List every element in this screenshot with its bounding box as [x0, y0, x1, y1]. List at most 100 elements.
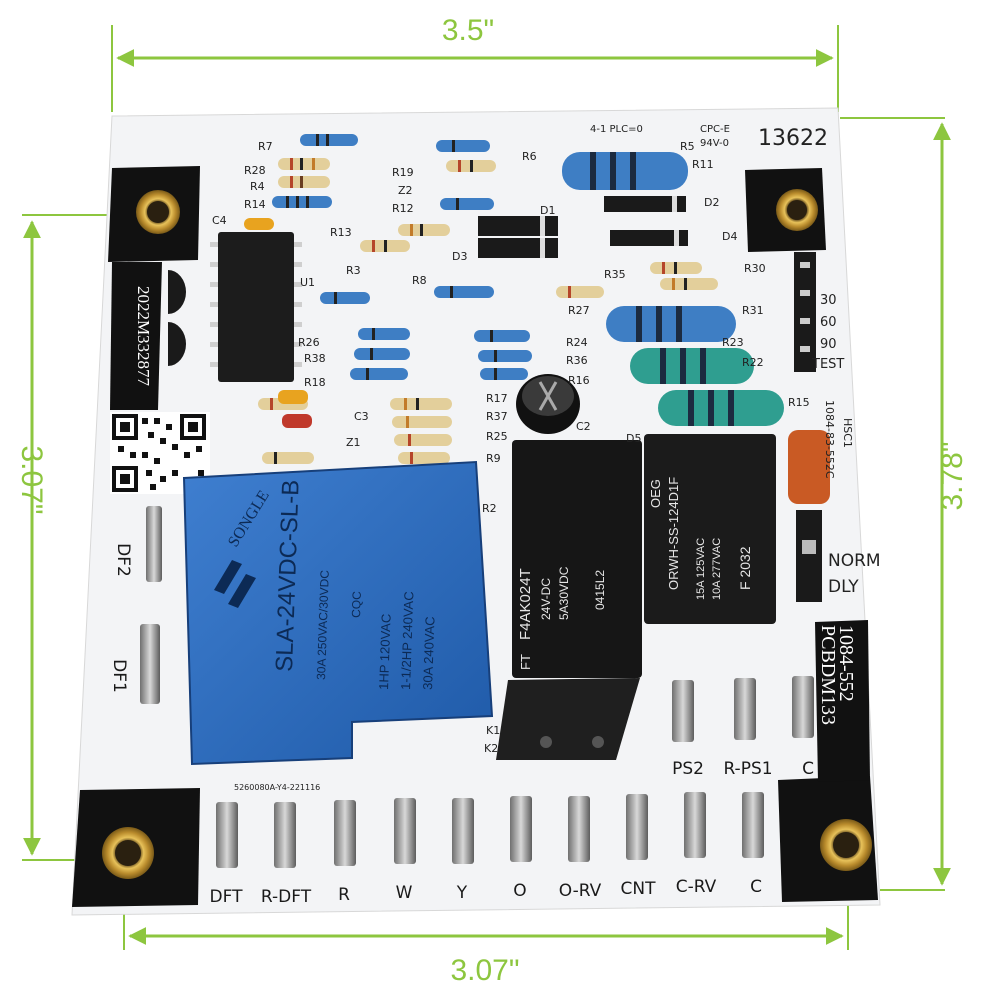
power-resistors — [562, 152, 784, 426]
component-ref-label: D5 — [626, 432, 641, 445]
terminal-label-dft: DFT — [210, 887, 244, 907]
timer-label-90: 90 — [820, 337, 837, 352]
component-ref-label: R37 — [486, 410, 508, 423]
relay-k2-model: F4AK024T — [517, 568, 534, 640]
component-ref-label: Z2 — [398, 184, 413, 197]
terminal-label-df2: DF2 — [113, 543, 133, 577]
relay-main-rating-3: 1-1/2HP 240VAC — [398, 591, 416, 690]
terminal-label-c-right: C — [802, 759, 814, 779]
relay-main-rating-1: 30A 250VAC/30VDC — [314, 570, 332, 681]
terminal-label-r-ps1: R-PS1 — [723, 759, 772, 779]
component-ref-label: R8 — [412, 274, 427, 287]
ic-chip-u1 — [210, 232, 302, 382]
component-ref-label: R19 — [392, 166, 414, 179]
component-ref-label: R38 — [304, 352, 326, 365]
jumper-label-dly: DLY — [828, 577, 859, 597]
relay-k3-model: ORWH-SS-124D1F — [666, 477, 681, 590]
delay-jumper — [796, 510, 822, 602]
capacitor-c2 — [516, 374, 580, 434]
component-ref-label: Z1 — [346, 436, 361, 449]
mount-hole-bottom-right — [820, 819, 872, 871]
timer-label-test: TEST — [811, 357, 844, 372]
timer-header — [794, 252, 816, 372]
terminal-df1 — [140, 624, 160, 704]
height-label-right: 3.78" — [936, 441, 969, 510]
component-ref-label: R22 — [742, 356, 764, 369]
component-ref-label: R31 — [742, 304, 764, 317]
width-label-bottom: 3.07" — [450, 954, 519, 987]
terminal-label-o: O — [513, 881, 526, 901]
model-pcb-code: PCBDM133 — [817, 625, 839, 725]
hsc-label: HSC1 — [841, 418, 854, 448]
top-code-label: 13622 — [758, 126, 828, 151]
dimension-top: 3.5" — [111, 14, 839, 112]
relay-k2-ft: F4AK024T FT 24V-DC 5A30VDC 0415L2 — [496, 440, 642, 760]
terminal-group-bottom — [216, 792, 764, 868]
transistor — [168, 322, 186, 366]
relay-k3-line-2: 10A 277VAC — [711, 538, 723, 600]
transistor — [168, 270, 186, 314]
component-ref-label: C3 — [354, 410, 369, 423]
component-ref-label: R36 — [566, 354, 588, 367]
width-label-top: 3.5" — [442, 14, 494, 47]
component-ref-label: R16 — [568, 374, 590, 387]
terminal-group-right — [672, 676, 814, 742]
circuit-board: 2022M332877 4-1 PLC=0 CPC-E 94V-0 13622 — [71, 107, 881, 916]
component-ref-label: R30 — [744, 262, 766, 275]
relay-k2-line-3: 0415L2 — [593, 570, 607, 610]
component-ref-label: D3 — [452, 250, 467, 263]
component-ref-label: R28 — [244, 164, 266, 177]
terminal-label-c-bottom: C — [750, 877, 762, 897]
component-ref-label: D2 — [704, 196, 719, 209]
jumper-label-norm: NORM — [828, 551, 881, 571]
component-ref-label: R4 — [250, 180, 265, 193]
component-ref-label: R3 — [346, 264, 361, 277]
component-ref-label: R2 — [482, 502, 497, 515]
component-ref-label: R11 — [692, 158, 714, 171]
component-ref-label: R14 — [244, 198, 266, 211]
timer-label-60: 60 — [820, 315, 837, 330]
component-ref-label: R27 — [568, 304, 590, 317]
height-label-left: 3.07" — [15, 445, 48, 514]
component-ref-label: D1 — [540, 204, 555, 217]
mount-hole-top-left — [136, 190, 180, 234]
component-ref-label: R18 — [304, 376, 326, 389]
terminal-df2 — [146, 506, 162, 582]
component-ref-label: R6 — [522, 150, 537, 163]
component-ref-label: R23 — [722, 336, 744, 349]
component-ref-label: C4 — [212, 214, 227, 227]
component-ref-label: K2 — [484, 742, 498, 755]
dimension-right: 3.78" — [840, 117, 969, 891]
relay-k3-line-3: F 2032 — [737, 546, 753, 590]
component-ref-label: R15 — [788, 396, 810, 409]
relay-k3-brand: OEG — [648, 479, 663, 508]
film-capacitor — [788, 430, 830, 504]
part-number-vertical: 1084-83-552C — [823, 400, 836, 479]
terminal-label-y: Y — [456, 883, 468, 903]
component-ref-label: K1 — [486, 724, 500, 737]
board-serial-code: 2022M332877 — [134, 286, 153, 387]
component-ref-label: R7 — [258, 140, 273, 153]
relay-k3-oeg: OEG ORWH-SS-124D1F 15A 125VAC 10A 277VAC… — [644, 434, 776, 624]
rating-label: 94V-0 — [700, 138, 729, 149]
mount-hole-top-right — [776, 189, 818, 231]
relay-main-songle: SONGLE SLA-24VDC-SL-B 30A 250VAC/30VDC C… — [182, 460, 494, 766]
dimension-left: 3.07" — [15, 214, 150, 861]
relay-main-cert: CQC — [349, 591, 364, 618]
terminal-label-r: R — [338, 885, 350, 905]
terminal-label-c-rv: C-RV — [676, 877, 717, 897]
component-ref-label: R35 — [604, 268, 626, 281]
plc-label: 4-1 PLC=0 — [590, 124, 643, 135]
component-ref-label: R26 — [298, 336, 320, 349]
resistor-array — [258, 134, 718, 496]
component-ref-label: R17 — [486, 392, 508, 405]
component-ref-labels: R7R28R4R14C4R13R3U1R12R19Z2R6R5R11D2D4D3… — [212, 140, 810, 755]
mount-hole-bottom-left — [102, 827, 154, 879]
component-ref-label: R25 — [486, 430, 508, 443]
component-ref-label: R5 — [680, 140, 695, 153]
component-ref-label: R12 — [392, 202, 414, 215]
cpc-label: CPC-E — [700, 124, 730, 135]
timer-label-30: 30 — [820, 293, 837, 308]
model-number: 1084-552 — [835, 625, 857, 702]
